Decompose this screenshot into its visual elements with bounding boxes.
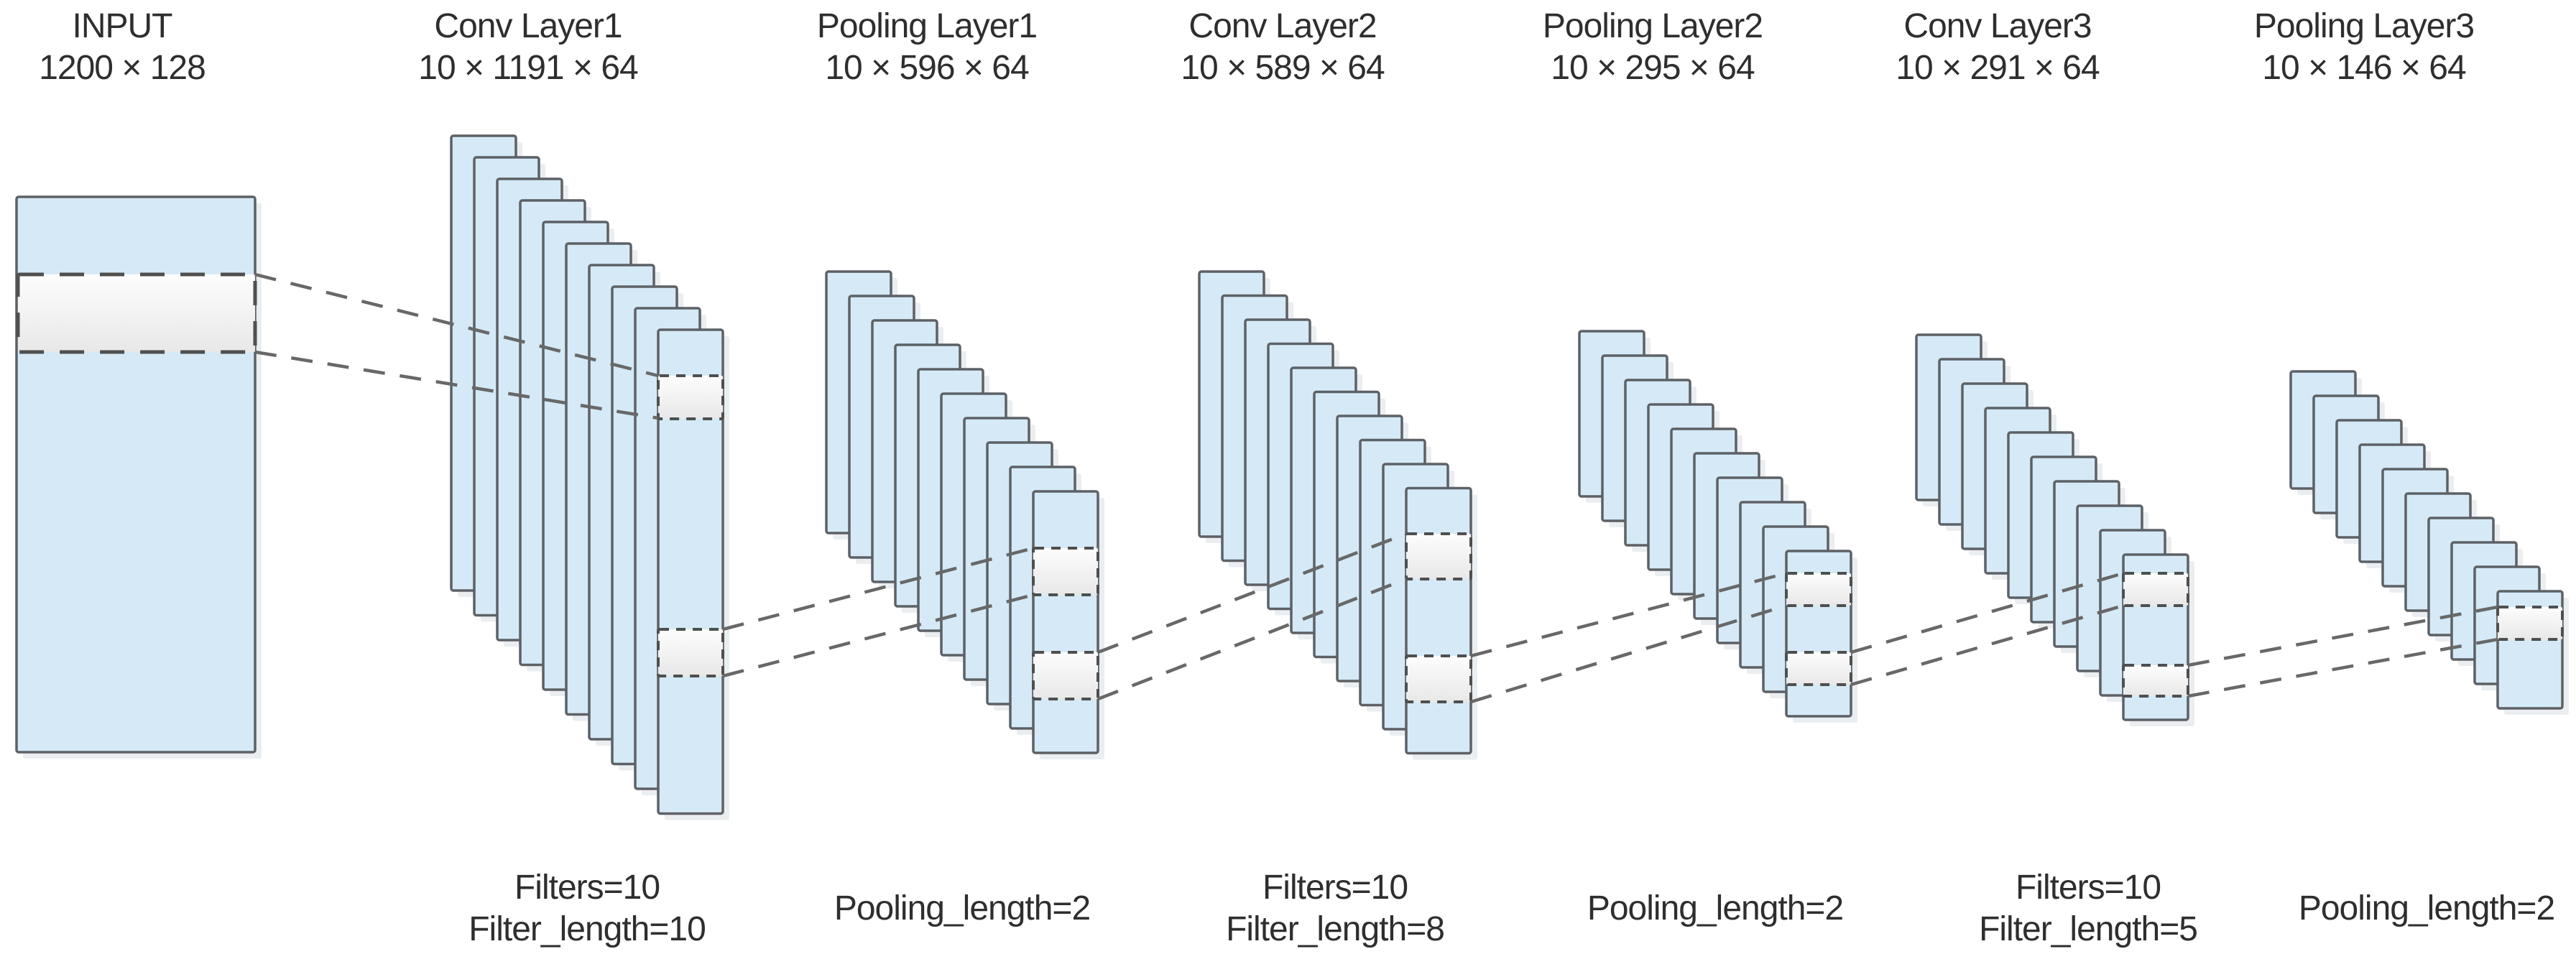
layer-dims: 10 × 589 × 64	[1181, 49, 1385, 87]
input-sliding-window-band	[16, 272, 257, 354]
params-pool1: Pooling_length=2	[747, 851, 1178, 966]
layer-title: Conv Layer2	[1188, 7, 1377, 45]
param-line: Filter_length=8	[1226, 910, 1445, 948]
layer-title: Conv Layer3	[1903, 7, 2092, 45]
params-conv1: Filters=10 Filter_length=10	[371, 851, 803, 966]
feature-map-panel-conv2	[1405, 486, 1472, 755]
layer-title: Pooling Layer3	[2253, 7, 2475, 45]
receptive-field-band-conv3	[2122, 664, 2189, 698]
params-conv2: Filters=10 Filter_length=8	[1120, 851, 1551, 966]
receptive-field-band-conv2	[1405, 532, 1472, 580]
receptive-field-band-pool2	[1785, 651, 1852, 686]
params-pool2: Pooling_length=2	[1500, 851, 1931, 966]
layer-title: Conv Layer1	[434, 7, 622, 45]
connector-line	[1850, 571, 2124, 654]
label-conv1: Conv Layer1 10 × 1191 × 64	[313, 6, 744, 89]
receptive-field-band-pool1	[1032, 651, 1099, 700]
param-line: Filter_length=10	[468, 910, 706, 948]
layer-title: Pooling Layer1	[816, 7, 1038, 45]
label-pool2: Pooling Layer2 10 × 295 × 64	[1437, 6, 1868, 89]
receptive-field-band-conv1	[657, 628, 724, 677]
param-line: Filters=10	[1262, 869, 1408, 907]
receptive-field-band-conv1	[657, 374, 724, 420]
layer-dims: 10 × 291 × 64	[1896, 49, 2100, 87]
receptive-field-band-conv2	[1405, 654, 1472, 703]
label-pool1: Pooling Layer1 10 × 596 × 64	[711, 6, 1142, 89]
receptive-field-band-pool2	[1785, 572, 1852, 607]
connector-line	[1850, 603, 2124, 687]
receptive-field-band-pool3	[2496, 606, 2564, 641]
layer-dims: 1200 × 128	[39, 49, 206, 87]
connector-line	[254, 350, 659, 420]
receptive-field-band-pool1	[1032, 547, 1099, 596]
connector-line	[2187, 605, 2498, 667]
connector-line	[722, 593, 1034, 678]
layer-dims: 10 × 1191 × 64	[418, 49, 638, 87]
param-line: Pooling_length=2	[2298, 889, 2555, 927]
param-line: Pooling_length=2	[834, 889, 1091, 927]
connector-line	[1470, 571, 1787, 658]
label-input: INPUT 1200 × 128	[0, 6, 338, 89]
connector-line	[2187, 637, 2498, 698]
param-line: Filter_length=5	[1979, 910, 2198, 948]
feature-map-panel-conv1	[657, 328, 724, 815]
param-line: Filters=10	[514, 869, 660, 907]
params-conv3: Filters=10 Filter_length=5	[1873, 851, 2304, 966]
layer-title: Pooling Layer2	[1542, 7, 1763, 45]
receptive-field-band-conv3	[2122, 572, 2189, 607]
connector-line	[254, 272, 659, 378]
layer-dims: 10 × 146 × 64	[2262, 49, 2466, 87]
connector-line	[1097, 532, 1407, 654]
feature-map-panel-pool1	[1032, 490, 1099, 754]
params-pool3: Pooling_length=2	[2211, 851, 2576, 966]
param-line: Pooling_length=2	[1587, 889, 1844, 927]
label-pool3: Pooling Layer3 10 × 146 × 64	[2148, 6, 2576, 89]
label-conv3: Conv Layer3 10 × 291 × 64	[1782, 6, 2213, 89]
param-line: Filters=10	[2015, 869, 2161, 907]
label-conv2: Conv Layer2 10 × 589 × 64	[1067, 6, 1498, 89]
connector-line	[1470, 603, 1787, 704]
layer-dims: 10 × 596 × 64	[825, 49, 1029, 87]
connector-line	[722, 546, 1034, 631]
layer-title: INPUT	[72, 7, 173, 45]
connector-line	[1097, 577, 1407, 701]
layer-dims: 10 × 295 × 64	[1551, 49, 1755, 87]
